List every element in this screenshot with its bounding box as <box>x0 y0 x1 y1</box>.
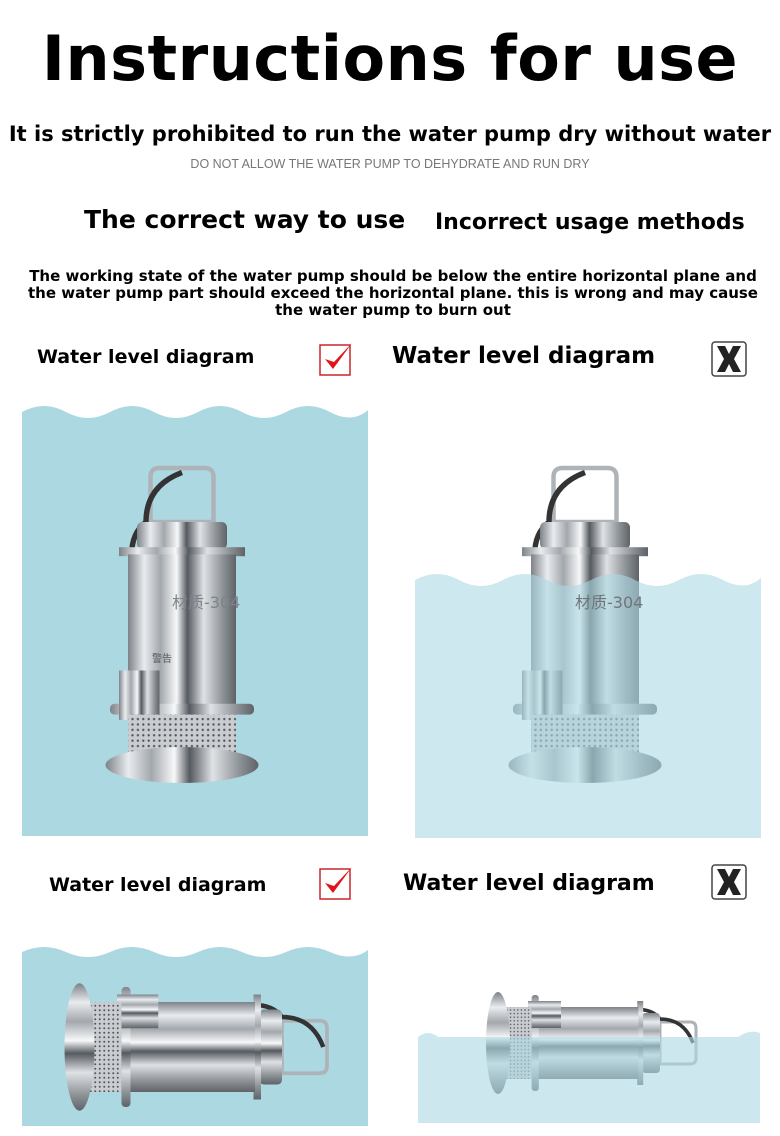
diagram-label-3: Water level diagram <box>49 874 267 896</box>
water <box>415 574 761 838</box>
incorrect-vertical-diagram: 材质-304 <box>415 440 761 838</box>
correct-vertical-diagram: 材质-304 警告 <box>22 406 368 836</box>
pump-warning-text: 警告 <box>152 652 172 665</box>
x-icon <box>711 864 747 900</box>
x-icon <box>711 341 747 377</box>
incorrect-heading: Incorrect usage methods <box>435 210 745 235</box>
check-icon <box>319 867 352 900</box>
diagram-label-1: Water level diagram <box>37 346 255 368</box>
dry-run-warning: It is strictly prohibited to run the wat… <box>8 122 772 146</box>
warning-subtitle: DO NOT ALLOW THE WATER PUMP TO DEHYDRATE… <box>190 157 590 171</box>
usage-description: The working state of the water pump shou… <box>28 267 758 319</box>
water <box>418 1031 760 1123</box>
pump-material-text: 材质-304 <box>172 593 240 612</box>
correct-horizontal-diagram <box>22 947 368 1126</box>
check-icon <box>319 343 352 376</box>
pump-material-text: 材质-304 <box>575 593 643 612</box>
page-title: Instructions for use <box>41 22 739 95</box>
diagram-label-4: Water level diagram <box>403 871 655 896</box>
incorrect-horizontal-diagram <box>418 975 760 1123</box>
diagram-label-2: Water level diagram <box>392 343 656 369</box>
correct-heading: The correct way to use <box>84 205 406 234</box>
